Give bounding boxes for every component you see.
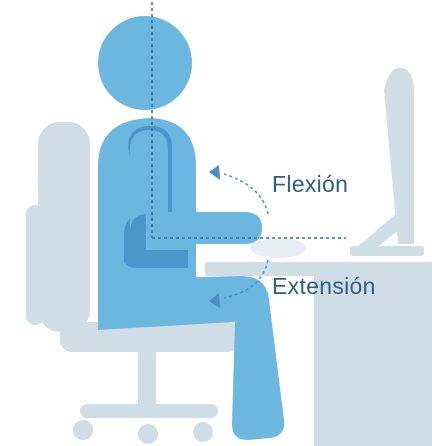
flexion-label: Flexión: [272, 171, 348, 198]
chair-armrest-post: [26, 205, 44, 325]
chair-caster: [138, 424, 158, 444]
monitor-foot: [350, 246, 424, 256]
chair-caster: [193, 422, 213, 442]
chair-caster: [73, 420, 93, 440]
monitor: [350, 68, 424, 256]
chair-base-arm: [80, 404, 218, 418]
extension-label: Extensión: [272, 273, 376, 300]
person-forearm: [150, 212, 262, 244]
person-lower-leg: [232, 288, 284, 440]
curved-arrow-up-left-icon: [209, 165, 268, 214]
computer-mouse: [250, 238, 306, 258]
chair-backrest: [38, 122, 90, 332]
person-head: [98, 16, 192, 110]
desk-side-panel: [314, 276, 432, 446]
chair-column: [138, 350, 156, 412]
monitor-stand: [356, 212, 404, 248]
